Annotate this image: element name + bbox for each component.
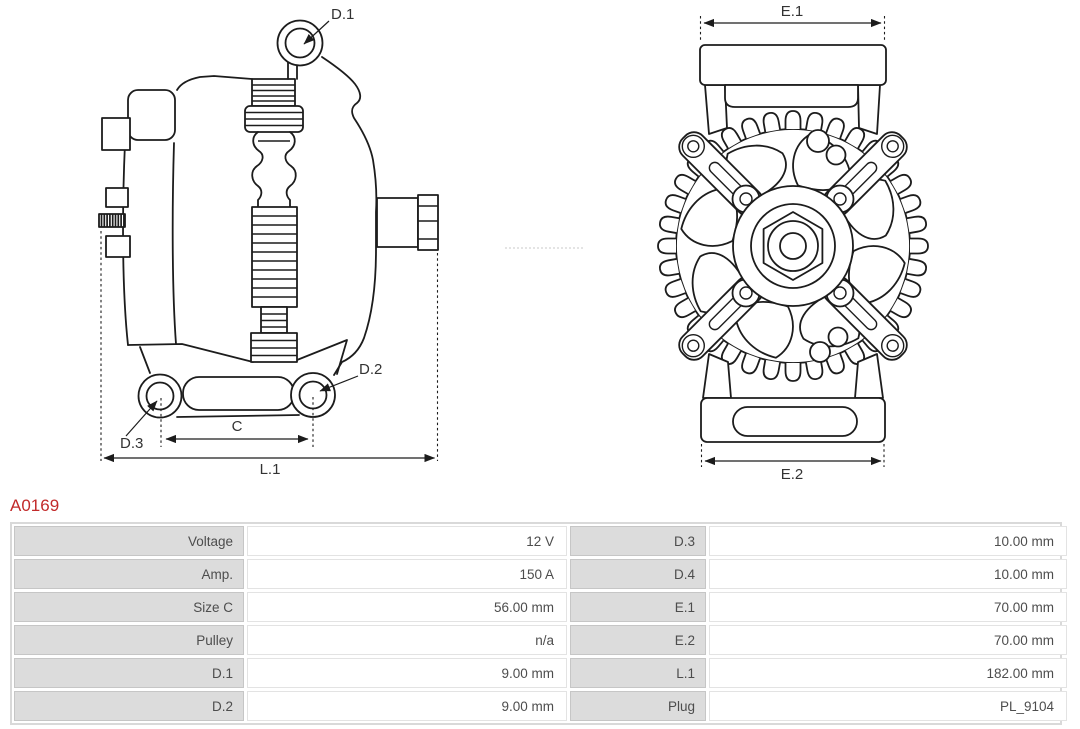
- spec-label-cell: D.4: [570, 559, 706, 589]
- bracket-top: [699, 44, 887, 135]
- spec-value-cell: 182.00 mm: [709, 658, 1067, 688]
- spec-table: Voltage 12 V D.3 10.00 mm Amp. 150 A D.4…: [10, 522, 1067, 725]
- spec-label-cell: L.1: [570, 658, 706, 688]
- spec-value-cell: 9.00 mm: [247, 658, 567, 688]
- dim-e1: E.1: [699, 3, 886, 42]
- spec-label-cell: D.1: [14, 658, 244, 688]
- spec-label-cell: Pulley: [14, 625, 244, 655]
- rear-view: E.1 E.2: [657, 3, 929, 483]
- spec-value-cell: 10.00 mm: [709, 526, 1067, 556]
- dim-e2: E.2: [700, 444, 885, 483]
- technical-drawing: C L.1 D.1 D.2 D.3: [98, 3, 929, 483]
- spec-value-cell: 56.00 mm: [247, 592, 567, 622]
- dim-label-e1: E.1: [781, 3, 804, 20]
- dim-label-d3: D.3: [120, 435, 143, 452]
- side-view: C L.1 D.1 D.2 D.3: [98, 6, 439, 478]
- lug-spacer: [182, 376, 295, 411]
- mounting-lug-left: [137, 373, 183, 419]
- spec-label-cell: E.2: [570, 625, 706, 655]
- dim-c: C: [160, 397, 314, 447]
- part-number-title: A0169: [10, 496, 60, 515]
- dim-label-l1: L.1: [260, 461, 281, 478]
- spec-value-cell: 10.00 mm: [709, 559, 1067, 589]
- dim-label-c: C: [232, 418, 243, 435]
- callout-d2: D.2: [319, 361, 382, 392]
- spec-label-cell: Size C: [14, 592, 244, 622]
- spec-value-cell: 9.00 mm: [247, 691, 567, 721]
- pulley: [244, 78, 304, 363]
- finned-rim: [657, 110, 929, 382]
- dim-label-d1: D.1: [331, 6, 354, 23]
- dim-label-d2: D.2: [359, 361, 382, 378]
- dim-label-e2: E.2: [781, 466, 804, 483]
- spec-value-cell: 12 V: [247, 526, 567, 556]
- center-hub: [731, 184, 855, 308]
- spec-label-cell: Amp.: [14, 559, 244, 589]
- bracket-bottom: [700, 353, 886, 443]
- dim-l1: L.1: [100, 231, 439, 478]
- spec-label-cell: Plug: [570, 691, 706, 721]
- spec-value-cell: 70.00 mm: [709, 625, 1067, 655]
- housing-cap: [127, 89, 176, 141]
- mounting-ear-top: [276, 19, 324, 80]
- spec-section: A0169 Voltage 12 V D.3 10.00 mm Amp. 150…: [0, 496, 1080, 725]
- callout-d1: D.1: [303, 6, 354, 45]
- connector-block: [376, 194, 439, 251]
- spec-label-cell: E.1: [570, 592, 706, 622]
- spec-label-cell: Voltage: [14, 526, 244, 556]
- spec-value-cell: n/a: [247, 625, 567, 655]
- callout-d3: D.3: [120, 400, 158, 452]
- housing-holes: [806, 129, 849, 363]
- spec-value-cell: 150 A: [247, 559, 567, 589]
- hatched-stud: [98, 213, 126, 228]
- spec-label-cell: D.2: [14, 691, 244, 721]
- spec-value-cell: PL_9104: [709, 691, 1067, 721]
- spec-label-cell: D.3: [570, 526, 706, 556]
- spec-value-cell: 70.00 mm: [709, 592, 1067, 622]
- mounting-lug-right: [290, 372, 336, 418]
